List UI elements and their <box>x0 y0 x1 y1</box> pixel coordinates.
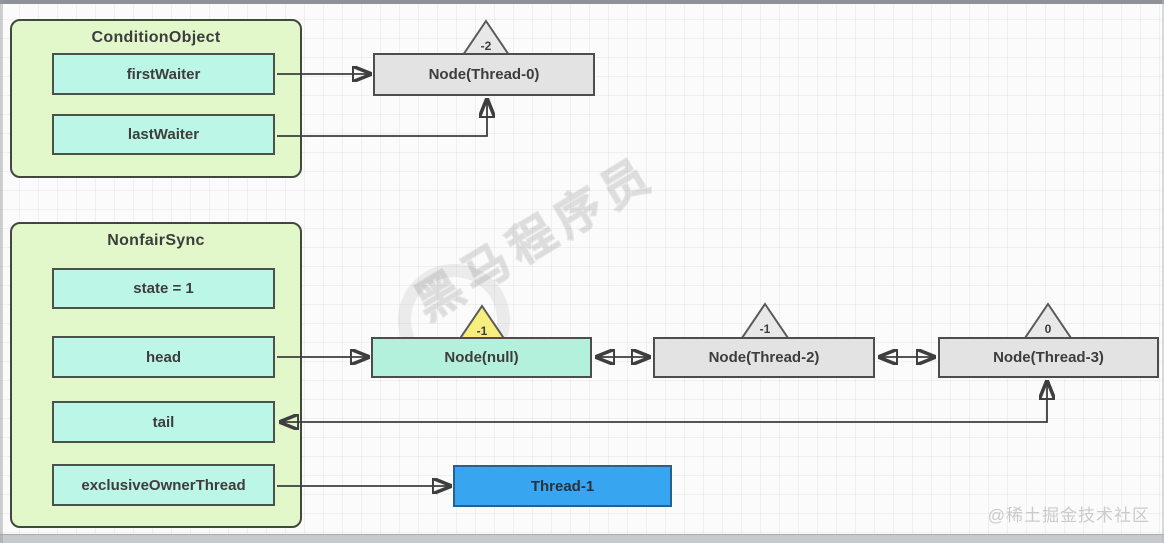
field-exclusiveownerthread-label: exclusiveOwnerThread <box>81 476 246 494</box>
arrow-lastwaiter-to-node0 <box>277 100 487 137</box>
svg-text:-1: -1 <box>477 324 488 338</box>
svg-text:0: 0 <box>1045 322 1052 336</box>
field-lastwaiter: lastWaiter <box>52 114 275 155</box>
field-state: state = 1 <box>52 268 275 309</box>
left-edge-strip <box>0 0 3 543</box>
node-null-label: Node(null) <box>444 349 519 366</box>
node-null: Node(null) <box>371 337 592 378</box>
watermark: 黑马程序员 <box>398 145 748 376</box>
nonfairsync-title: NonfairSync <box>107 232 205 249</box>
field-lastwaiter-label: lastWaiter <box>127 126 200 143</box>
node-thread-0: Node(Thread-0) <box>373 53 595 96</box>
node-thread-3-label: Node(Thread-3) <box>993 349 1104 366</box>
node-thread-3: Node(Thread-3) <box>938 337 1159 378</box>
bottom-edge-strip <box>0 534 1164 543</box>
field-exclusiveownerthread: exclusiveOwnerThread <box>52 464 275 506</box>
field-head-label: head <box>145 348 181 366</box>
svg-text:-2: -2 <box>481 39 492 53</box>
thread-1-label: Thread-1 <box>530 477 595 495</box>
waitstatus-triangle-node0: -2 <box>461 19 511 56</box>
field-firstwaiter: firstWaiter <box>52 53 275 95</box>
field-tail-label: tail <box>152 413 175 431</box>
watermark-text: 黑马程序员 <box>405 145 665 331</box>
top-edge-strip <box>0 0 1164 4</box>
thread-1-box: Thread-1 <box>453 465 672 507</box>
node-thread-2: Node(Thread-2) <box>653 337 875 378</box>
field-tail: tail <box>52 401 275 443</box>
waitstatus-triangle-nodethread2: -1 <box>740 302 790 339</box>
node-thread-0-label: Node(Thread-0) <box>428 66 540 83</box>
node-thread-2-label: Node(Thread-2) <box>708 349 820 366</box>
field-firstwaiter-label: firstWaiter <box>126 65 201 83</box>
svg-text:-1: -1 <box>760 322 771 336</box>
field-head: head <box>52 336 275 378</box>
waitstatus-triangle-nodethread3: 0 <box>1023 302 1073 339</box>
arrow-tail-nodethread3 <box>281 382 1047 422</box>
field-state-label: state = 1 <box>133 280 194 297</box>
right-edge-strip <box>1162 0 1164 543</box>
condition-object-title: ConditionObject <box>91 29 221 46</box>
attribution-text: @稀土掘金技术社区 <box>987 506 1150 525</box>
